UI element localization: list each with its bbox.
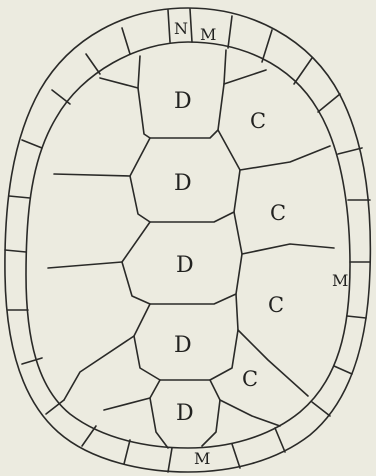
label-costal-3: C: [268, 293, 284, 317]
label-costal-1: C: [250, 109, 266, 133]
label-costal-4: C: [242, 367, 258, 391]
label-dorsal-1: D: [174, 89, 192, 114]
label-marginal-top: M: [200, 25, 216, 44]
label-dorsal-4: D: [174, 333, 192, 358]
label-dorsal-3: D: [176, 253, 194, 278]
label-dorsal-2: D: [174, 171, 192, 196]
label-marginal-bottom: M: [194, 449, 210, 468]
scute-labels: N M M M D D D D D C C C C: [174, 19, 348, 468]
label-costal-2: C: [270, 201, 286, 225]
label-marginal-right: M: [332, 271, 348, 290]
label-dorsal-5: D: [176, 401, 194, 426]
costal-scutes-right: [220, 70, 334, 426]
label-nuchal: N: [174, 19, 188, 38]
